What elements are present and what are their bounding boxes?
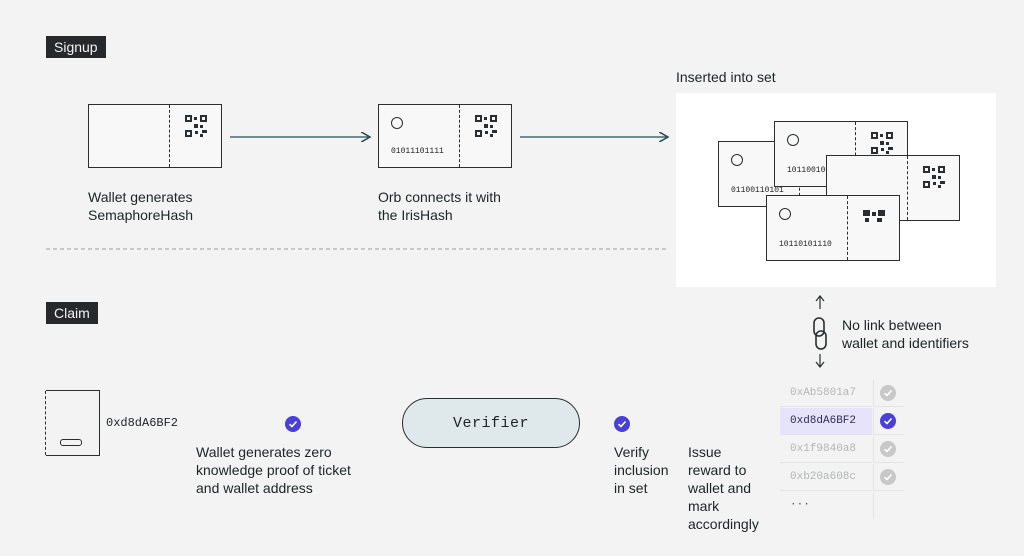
ticket1-caption: Wallet generates SemaphoreHash <box>88 188 193 224</box>
caption-line: accordingly <box>688 516 759 532</box>
identifier-cell: 0xd8dA6BF2 <box>780 408 872 435</box>
device-button <box>60 439 82 446</box>
wallet-ticket <box>88 104 222 168</box>
link-arrows <box>815 295 825 368</box>
identifier-cell: 0xAb5801a7 <box>780 380 872 407</box>
status-cell <box>873 408 904 435</box>
ticket-hole <box>731 154 743 166</box>
caption-line: inclusion <box>614 462 669 478</box>
ticket-hole <box>391 117 403 129</box>
qr-code-icon <box>185 115 207 137</box>
ticket-hole <box>787 134 799 146</box>
qr-code-icon <box>923 166 945 188</box>
caption-line: Orb connects it with <box>378 189 501 205</box>
check-icon <box>880 413 896 429</box>
set-title: Inserted into set <box>676 69 776 85</box>
table-row: 0xb20a608c <box>780 464 904 492</box>
identity-set-panel: 01100110101 10110010010 10110010010 <box>676 93 996 287</box>
caption-line: Wallet generates <box>88 189 193 205</box>
caption-line: No link between <box>842 317 942 333</box>
no-link-caption: No link between wallet and identifiers <box>842 316 969 352</box>
check-icon <box>614 416 630 432</box>
caption-line: mark <box>688 498 720 514</box>
check-icon <box>285 416 301 432</box>
caption-line: and wallet address <box>196 480 313 496</box>
table-row: 0xd8dA6BF2 <box>780 408 904 436</box>
caption-line: SemaphoreHash <box>88 207 194 223</box>
step1-caption: Wallet generates zero knowledge proof of… <box>196 443 351 497</box>
identifier-cell: 0xb20a608c <box>780 464 872 491</box>
ticket2-caption: Orb connects it with the IrisHash <box>378 188 501 224</box>
check-icon <box>880 441 896 457</box>
device-edge <box>45 391 46 455</box>
check-icon <box>880 385 896 401</box>
table-row: ··· <box>780 492 904 520</box>
step3-caption: Issue reward to wallet and mark accordin… <box>688 443 759 533</box>
qr-code-icon <box>863 210 885 222</box>
ticket-bits: 10110101110 <box>779 240 832 249</box>
status-cell <box>873 380 904 407</box>
step2-caption: Verify inclusion in set <box>614 443 668 497</box>
qr-code-icon <box>871 132 893 154</box>
table-row: 0xAb5801a7 <box>780 380 904 408</box>
orb-ticket: 01011101111 <box>378 104 512 168</box>
ticket-bits: 01100110101 <box>731 186 784 195</box>
qr-code-icon <box>475 115 497 137</box>
caption-line: the IrisHash <box>378 207 453 223</box>
caption-line: Issue <box>688 444 722 460</box>
status-cell <box>873 492 904 519</box>
caption-line: Verify <box>614 444 650 460</box>
ticket-bits: 01011101111 <box>391 147 444 156</box>
status-cell <box>873 464 904 491</box>
ticket-hole <box>779 208 791 220</box>
identifier-table: 0xAb5801a7 0xd8dA6BF2 0x1f9840a8 0xb20a6… <box>780 380 904 520</box>
verifier-node: Verifier <box>402 398 580 448</box>
check-icon <box>880 469 896 485</box>
caption-line: reward to <box>688 462 747 478</box>
claim-tag: Claim <box>46 302 98 324</box>
caption-line: wallet and <box>688 480 752 496</box>
caption-line: Wallet generates zero <box>196 444 332 460</box>
caption-line: knowledge proof of ticket <box>196 462 351 478</box>
caption-line: wallet and identifiers <box>842 335 969 351</box>
table-row: 0x1f9840a8 <box>780 436 904 464</box>
wallet-device <box>45 390 100 456</box>
chain-link-icon <box>813 317 827 350</box>
set-ticket: 10110101110 <box>766 195 900 261</box>
status-cell <box>873 436 904 463</box>
identifier-cell: 0x1f9840a8 <box>780 436 872 463</box>
ticket-bits: 10110010010 <box>787 166 840 175</box>
identifier-cell: ··· <box>790 499 810 511</box>
caption-line: in set <box>614 480 648 496</box>
signup-tag: Signup <box>46 36 106 58</box>
wallet-address: 0xd8dA6BF2 <box>106 416 179 430</box>
